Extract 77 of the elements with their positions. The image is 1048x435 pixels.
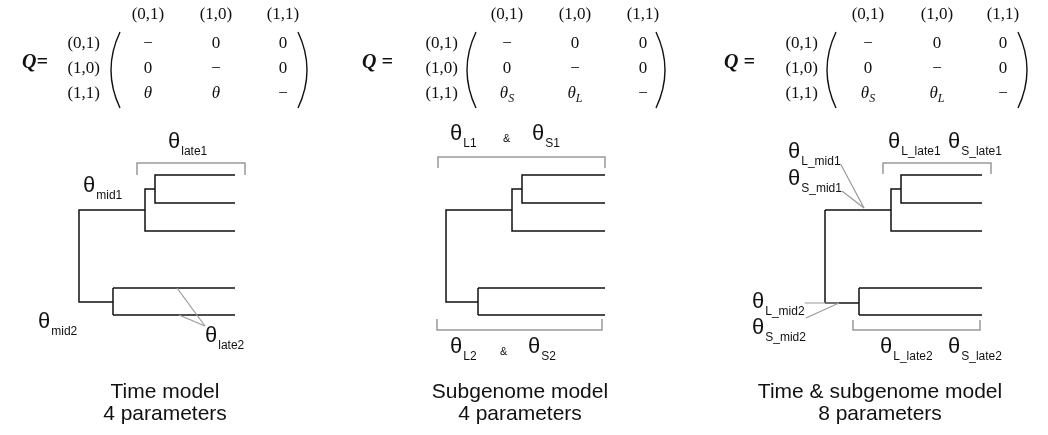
column-header: (0,1) — [131, 4, 165, 24]
matrix-entry: − — [143, 33, 153, 53]
row-header: (1,1) — [425, 83, 458, 103]
column-header: (1,0) — [558, 4, 592, 24]
parameter-label: θ$_{L_mid2}$ — [752, 288, 805, 318]
matrix-entry: 0 — [278, 33, 288, 53]
row-header: (1,1) — [67, 83, 100, 103]
matrix-entry: θ$_{S}$ — [499, 83, 515, 106]
parameter-label: θ$_{mid2}$ — [38, 308, 78, 338]
caption: 4 parameters — [458, 401, 582, 425]
matrix-entry: 0 — [143, 58, 153, 78]
matrix-entry: − — [502, 33, 512, 53]
parameter-label: θ$_{L_late1}$ — [888, 128, 941, 158]
parameter-label: θ$_{late1}$ — [168, 128, 208, 158]
row-header: (0,1) — [785, 33, 818, 53]
parameter-label: θ$_{S_late2}$ — [948, 333, 1002, 363]
caption: Time & subgenome model — [757, 379, 1003, 403]
column-header: (0,1) — [490, 4, 524, 24]
caption: Time model — [110, 379, 220, 403]
matrix-symbol: Q = — [362, 50, 393, 73]
column-header: (1,1) — [266, 4, 300, 24]
row-header: (1,0) — [67, 58, 100, 78]
matrix-entry: 0 — [998, 58, 1008, 78]
parameter-label: θ$_{L_late2}$ — [880, 333, 933, 363]
parameter-label: θ$_{S1}$ — [532, 120, 560, 150]
parameter-label: θ$_{L2}$ — [450, 333, 477, 363]
row-header: (0,1) — [67, 33, 100, 53]
row-header: (1,0) — [785, 58, 818, 78]
matrix-entry: − — [932, 58, 942, 78]
matrix-entry: − — [570, 58, 580, 78]
leader-line — [804, 302, 840, 304]
column-header: (1,0) — [199, 4, 233, 24]
matrix-entry: − — [211, 58, 221, 78]
parameter-label: θ$_{S_late1}$ — [948, 128, 1002, 158]
leader-line — [176, 287, 206, 327]
leader-line — [178, 314, 206, 327]
parameter-label: θ$_{mid1}$ — [83, 172, 123, 202]
column-header: (1,1) — [986, 4, 1020, 24]
column-header: (1,0) — [920, 4, 954, 24]
caption: 4 parameters — [103, 401, 227, 425]
matrix-entry: θ$_{L}$ — [929, 83, 945, 106]
matrix-entry: 0 — [638, 33, 648, 53]
matrix-entry: − — [638, 83, 648, 103]
matrix-entry: − — [278, 83, 288, 103]
matrix-entry: 0 — [863, 58, 873, 78]
column-header: (0,1) — [851, 4, 885, 24]
leader-line — [805, 302, 840, 319]
matrix-entry: − — [998, 83, 1008, 103]
matrix-entry: θ$_{S}$ — [860, 83, 876, 106]
matrix-symbol: Q= — [22, 50, 48, 73]
leader-line — [840, 163, 865, 209]
matrix-entry: 0 — [211, 33, 221, 53]
row-header: (1,0) — [425, 58, 458, 78]
column-header: (1,1) — [626, 4, 660, 24]
leader-line — [841, 190, 865, 209]
caption: 8 parameters — [818, 401, 942, 425]
matrix-entry: 0 — [570, 33, 580, 53]
parameter-label: θ$_{S2}$ — [528, 333, 556, 363]
matrix-entry: θ$_{L}$ — [567, 83, 583, 106]
matrix-entry: − — [863, 33, 873, 53]
matrix-entry: 0 — [932, 33, 942, 53]
matrix-entry: 0 — [278, 58, 288, 78]
ampersand: & — [503, 132, 511, 144]
parameter-label: θ$_{L1}$ — [450, 120, 477, 150]
row-header: (0,1) — [425, 33, 458, 53]
matrix-entry: θ — [143, 83, 153, 103]
caption: Subgenome model — [431, 379, 609, 403]
matrix-entry: 0 — [638, 58, 648, 78]
parameter-label: θ$_{late2}$ — [205, 322, 245, 352]
matrix-entry: 0 — [998, 33, 1008, 53]
parameter-label: θ$_{L_mid1}$ — [788, 138, 841, 168]
ampersand: & — [500, 345, 508, 357]
matrix-entry: 0 — [502, 58, 512, 78]
matrix-entry: θ — [211, 83, 221, 103]
matrix-symbol: Q = — [724, 50, 755, 73]
parameter-label: θ$_{S_mid1}$ — [788, 165, 842, 195]
row-header: (1,1) — [785, 83, 818, 103]
